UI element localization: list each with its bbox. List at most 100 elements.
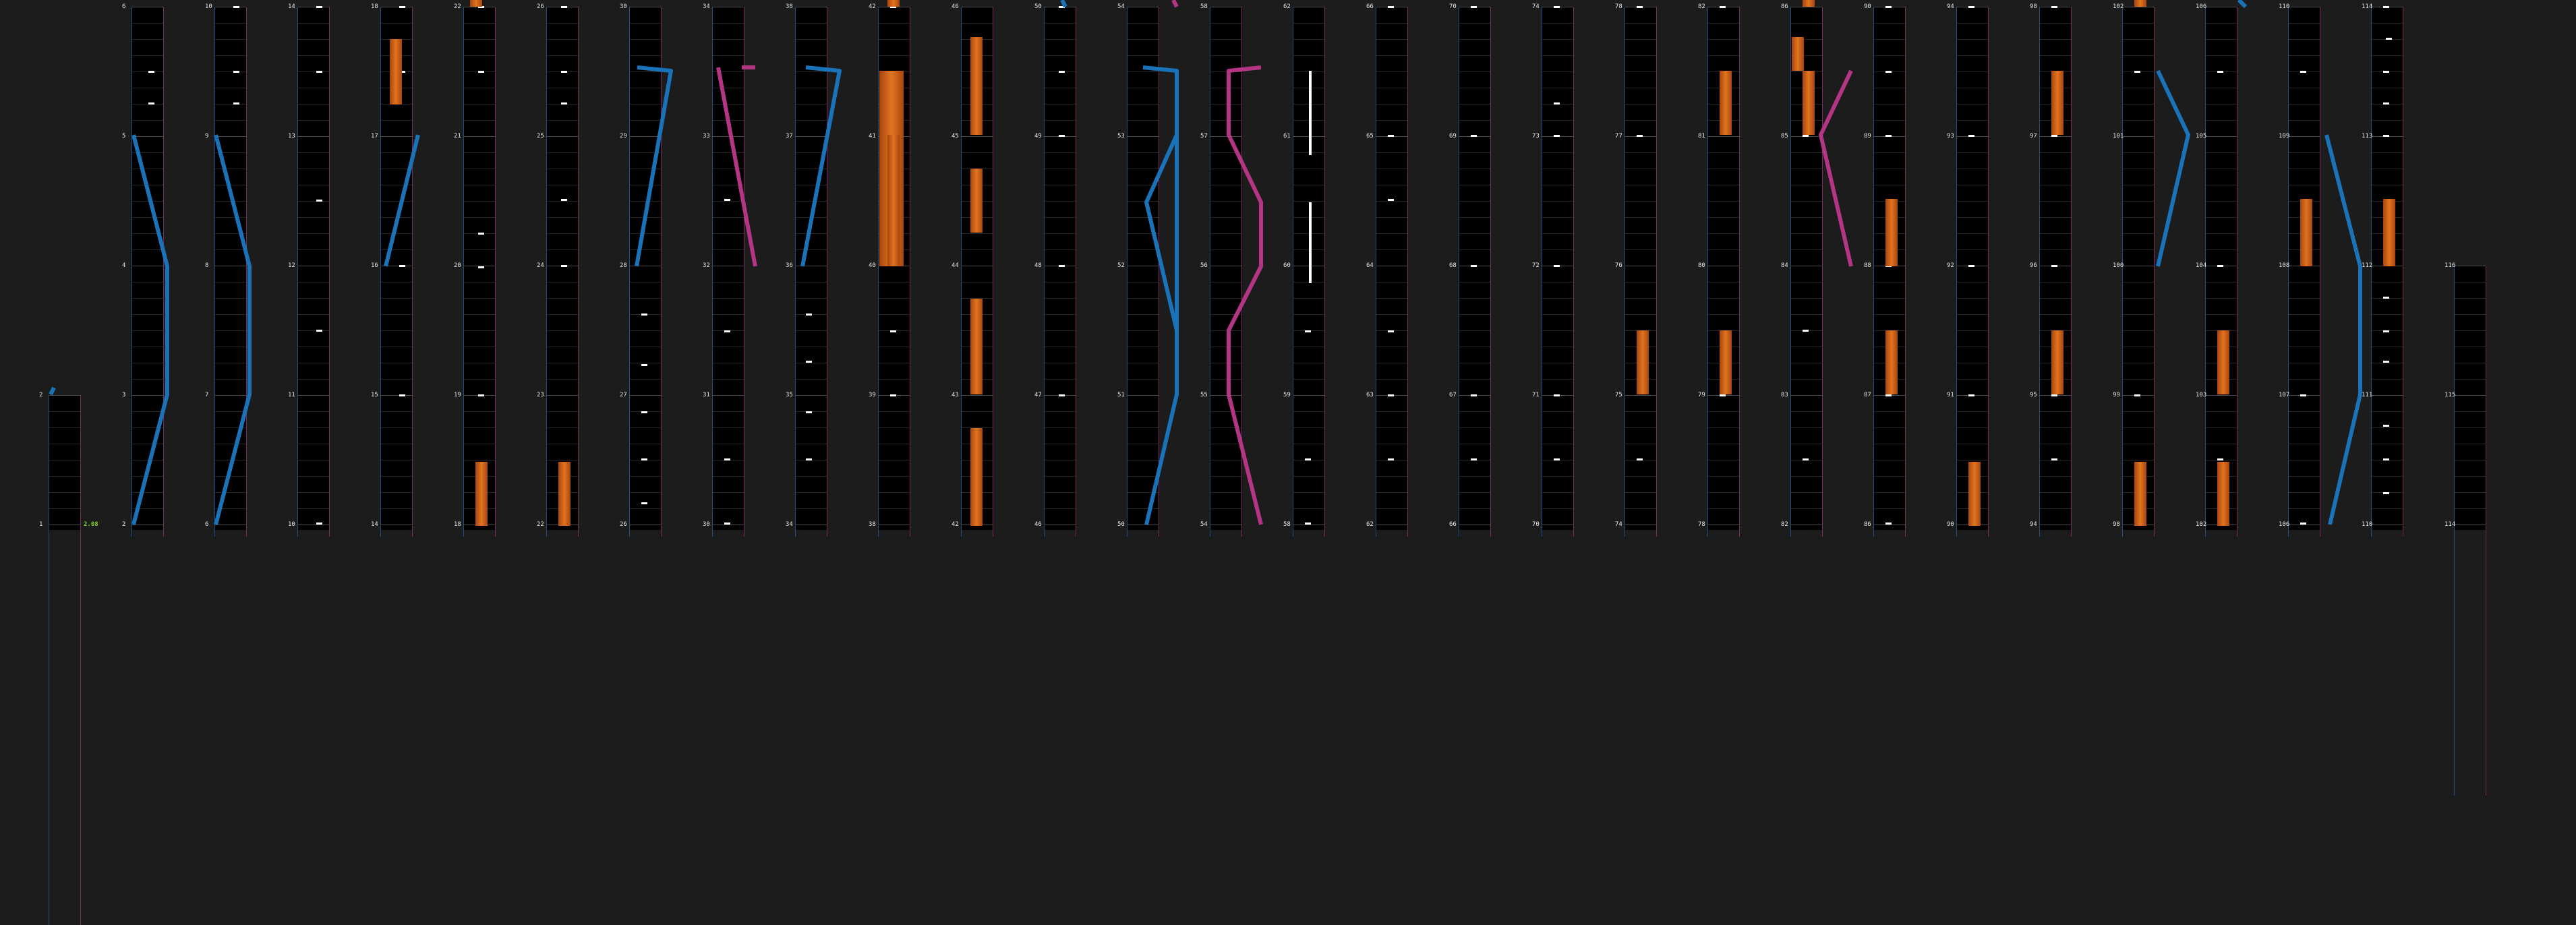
hold-note[interactable] [2300,199,2312,266]
tap-note[interactable] [1637,135,1643,137]
tap-note[interactable] [2383,297,2389,299]
hold-note[interactable] [390,39,402,105]
hold-note[interactable] [1885,330,1898,394]
tap-note[interactable] [2134,71,2140,73]
tap-note[interactable] [2383,71,2389,73]
tap-note[interactable] [1720,6,1726,8]
measure-column[interactable] [1376,7,1408,537]
tap-note[interactable] [806,314,812,316]
tap-note[interactable] [1554,458,1560,460]
tap-note[interactable] [1305,523,1311,525]
tap-note[interactable] [1388,199,1394,201]
tap-note[interactable] [1554,135,1560,137]
tap-note[interactable] [316,71,322,73]
tap-note[interactable] [2383,458,2389,460]
hold-note[interactable] [475,462,488,526]
tap-note[interactable] [478,266,484,268]
measure-column[interactable] [1542,7,1574,537]
tap-note[interactable] [2051,265,2057,267]
tap-note[interactable] [316,6,322,8]
tap-note[interactable] [399,394,405,396]
hold-note[interactable] [1803,0,1815,7]
tap-note[interactable] [478,233,484,235]
tap-note[interactable] [724,199,730,201]
measure-column[interactable] [1956,7,1989,537]
tap-note[interactable] [1471,6,1477,8]
tap-note[interactable] [1388,394,1394,396]
tap-note[interactable] [724,330,730,332]
tap-note[interactable] [2383,492,2389,494]
tap-note[interactable] [724,458,730,460]
tap-note[interactable] [316,330,322,332]
tap-note[interactable] [2051,135,2057,137]
tap-note[interactable] [641,458,647,460]
tap-note[interactable] [1968,6,1974,8]
slide-tail[interactable] [1309,202,1312,283]
tap-note[interactable] [1803,330,1809,332]
slide-tail[interactable] [1309,71,1312,155]
hold-note[interactable] [2383,199,2395,266]
tap-note[interactable] [1388,6,1394,8]
hold-note[interactable] [1792,37,1804,71]
hold-note[interactable] [1637,330,1649,394]
tap-note[interactable] [2134,394,2140,396]
measure-column[interactable] [1624,7,1657,537]
tap-note[interactable] [1885,6,1892,8]
tap-note[interactable] [1554,102,1560,105]
hold-note[interactable] [1885,199,1898,266]
tap-note[interactable] [2300,394,2306,396]
tap-note[interactable] [316,523,322,525]
tap-note[interactable] [1554,6,1560,8]
measure-column[interactable] [2122,7,2155,537]
tap-note[interactable] [2383,330,2389,332]
hold-note[interactable] [1720,330,1732,394]
tap-note[interactable] [478,71,484,73]
tap-note[interactable] [890,6,896,8]
tap-note[interactable] [478,6,484,8]
hold-note[interactable] [2051,71,2063,135]
tap-note[interactable] [561,6,567,8]
tap-note[interactable] [1471,394,1477,396]
tap-note[interactable] [399,6,405,8]
tap-note[interactable] [1968,394,1974,396]
tap-note[interactable] [561,265,567,267]
hold-note[interactable] [558,462,570,526]
tap-note[interactable] [561,71,567,73]
measure-column[interactable] [2288,7,2320,537]
tap-note[interactable] [2383,425,2389,427]
tap-note[interactable] [641,502,647,504]
tap-note[interactable] [2217,265,2223,267]
tap-note[interactable] [890,394,896,396]
tap-note[interactable] [2217,458,2223,460]
measure-column[interactable] [1459,7,1491,537]
tap-note[interactable] [2386,38,2392,40]
hold-note[interactable] [2051,330,2063,394]
tap-note[interactable] [2300,523,2306,525]
measure-column[interactable] [1210,7,1242,537]
hold-note[interactable] [2134,462,2146,526]
tap-note[interactable] [724,523,730,525]
tap-note[interactable] [399,71,405,73]
tap-note[interactable] [1305,458,1311,460]
tap-note[interactable] [2383,102,2389,105]
hold-note[interactable] [970,37,983,135]
measure-column[interactable] [795,7,827,537]
hold-note[interactable] [2217,330,2229,394]
tap-note[interactable] [890,330,896,332]
tap-note[interactable] [2300,71,2306,73]
tap-note[interactable] [399,265,405,267]
measure-column[interactable] [463,7,496,537]
tap-note[interactable] [1388,135,1394,137]
hold-note[interactable] [470,0,482,7]
tap-note[interactable] [1803,458,1809,460]
tap-note[interactable] [641,364,647,366]
tap-note[interactable] [2051,394,2057,396]
hold-note[interactable] [2217,462,2229,526]
measure-column[interactable] [131,7,164,537]
hold-note[interactable] [970,299,983,394]
measure-column[interactable] [712,7,744,537]
tap-note[interactable] [1471,458,1477,460]
tap-note[interactable] [478,394,484,396]
tap-note[interactable] [233,71,239,73]
